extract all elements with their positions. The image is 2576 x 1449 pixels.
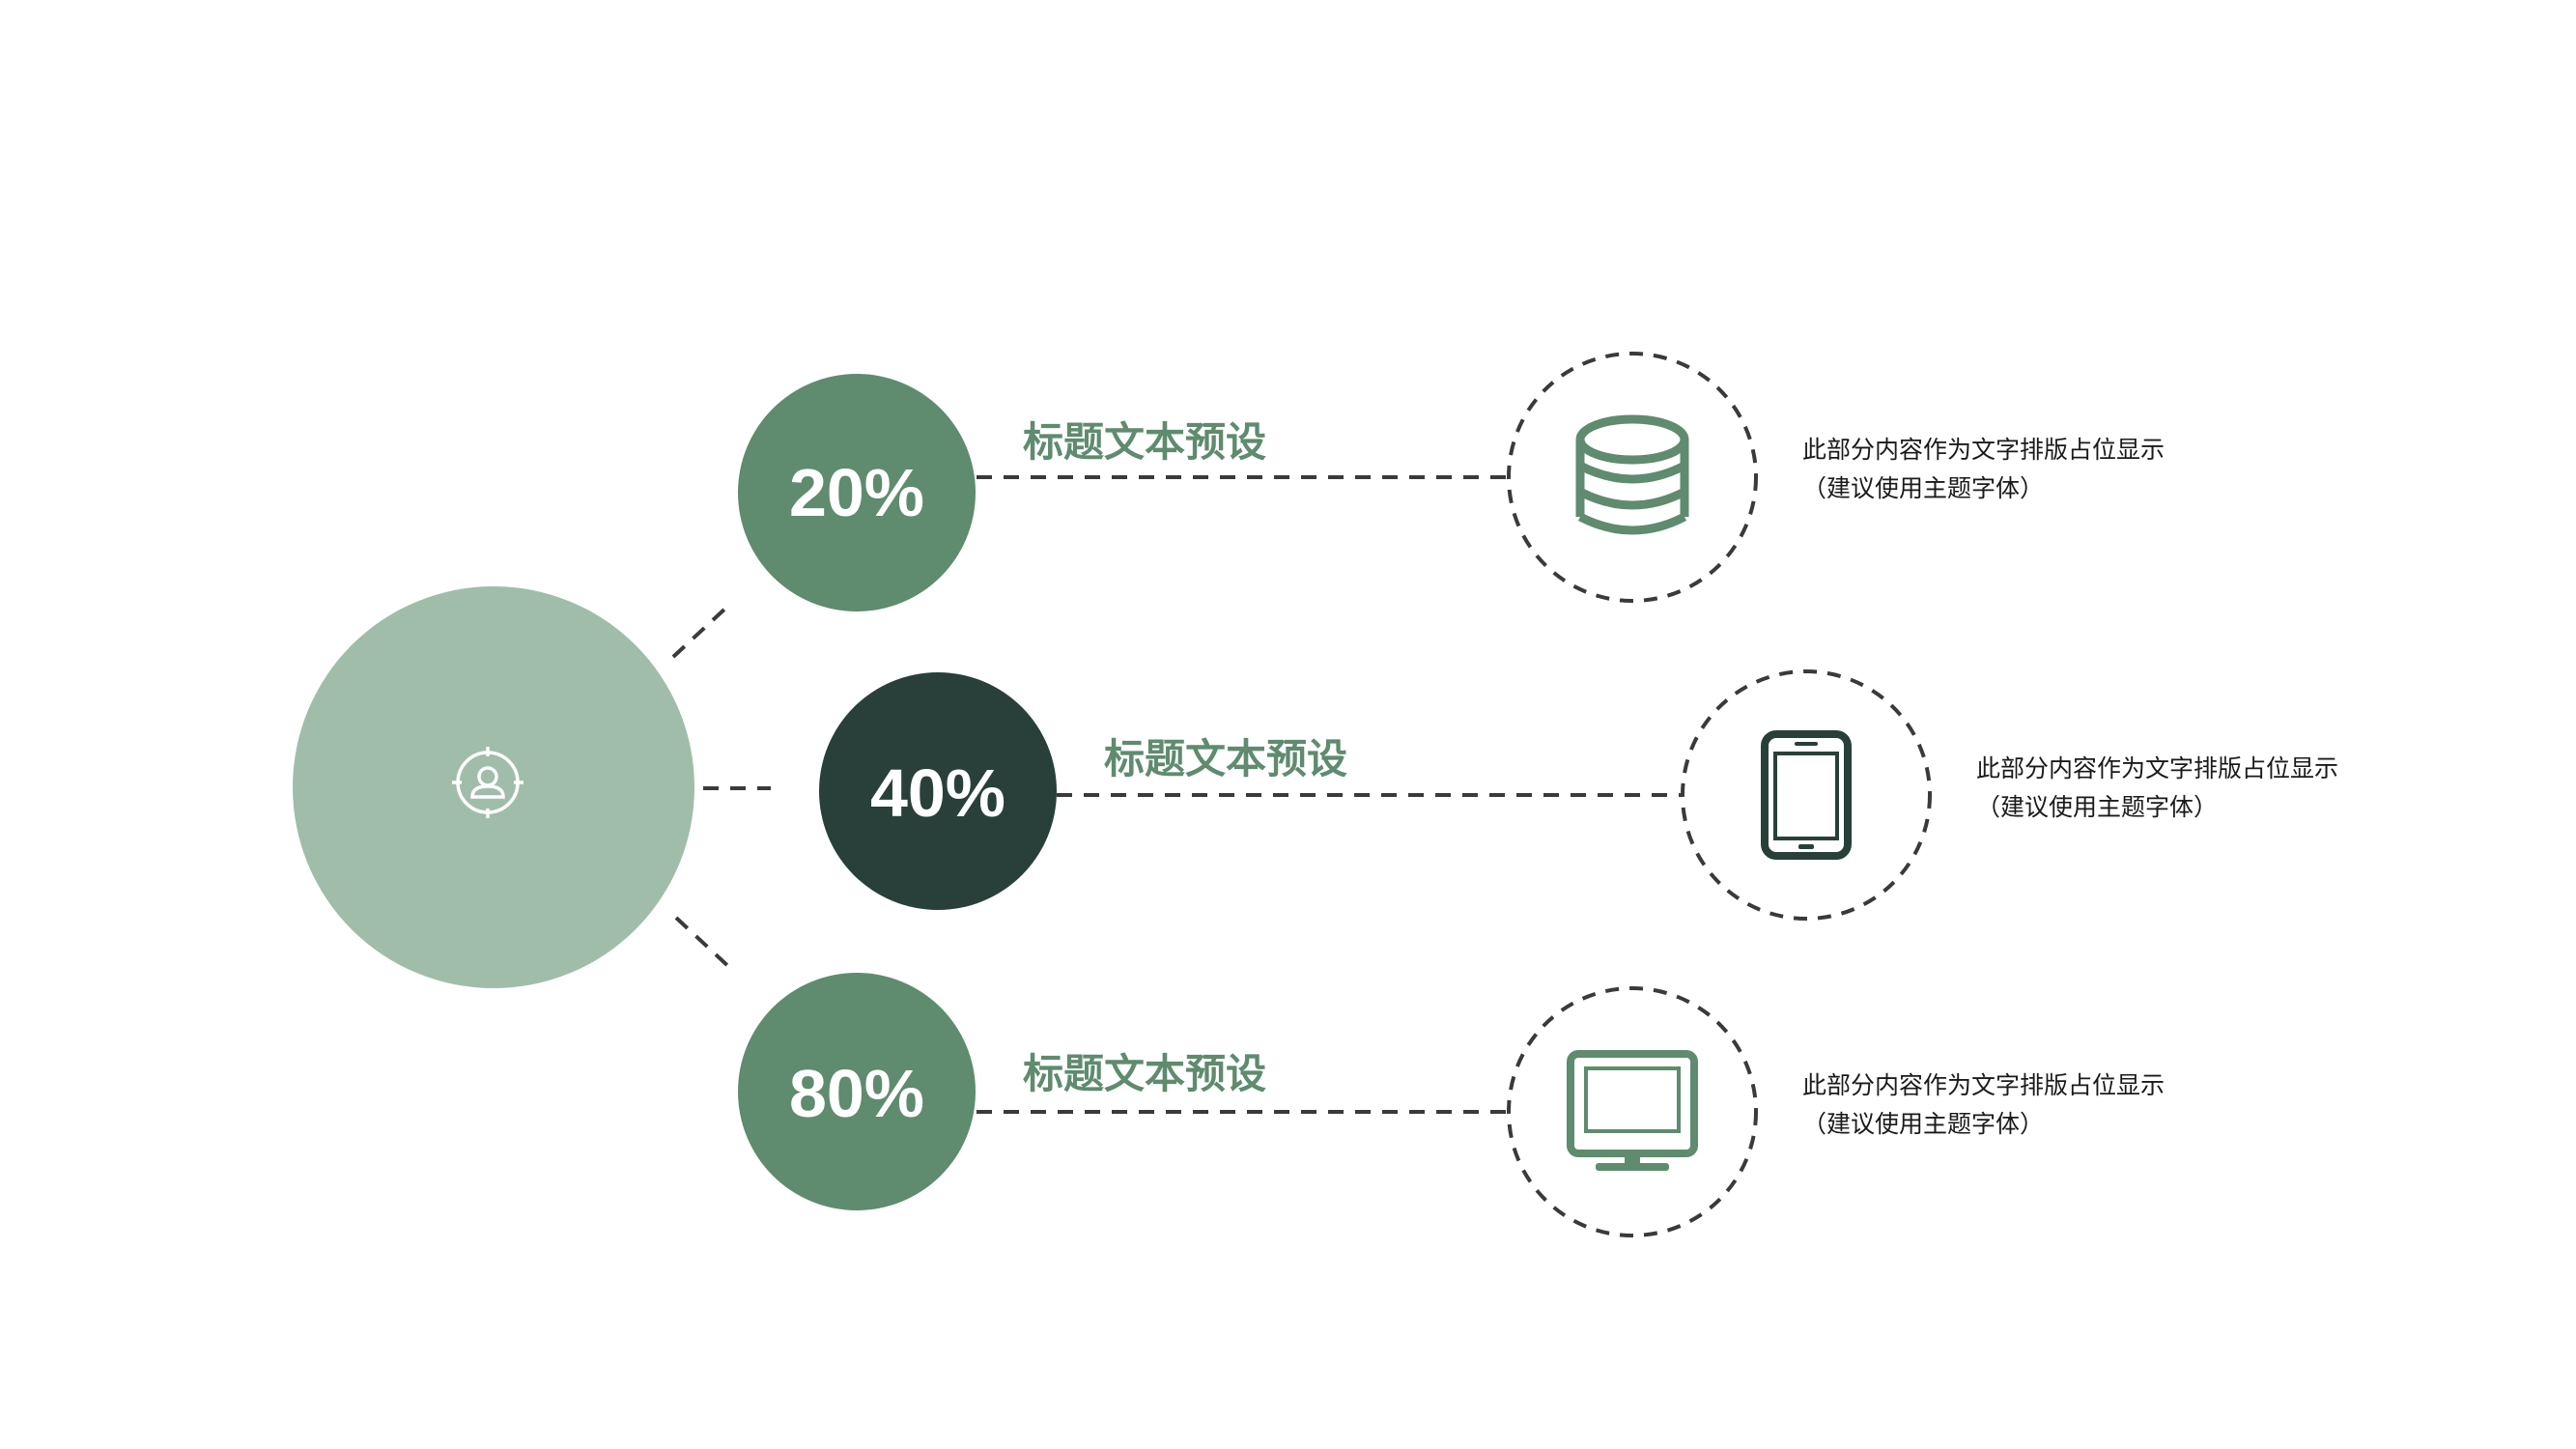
branch-description-3: 此部分内容作为文字排版占位显示 （建议使用主题字体） [1802, 1066, 2165, 1144]
percent-label-1: 20% [789, 455, 924, 530]
icon-circle-3 [1507, 986, 1758, 1237]
description-line: （建议使用主题字体） [1802, 474, 2045, 502]
hub-connector-top [671, 605, 729, 659]
database-icon [1575, 414, 1689, 535]
percent-label-2: 40% [870, 755, 1005, 831]
percent-label-3: 80% [789, 1056, 924, 1131]
percent-circle-2 [819, 672, 1057, 910]
percent-circle-1 [738, 374, 976, 611]
icon-circle-2 [1681, 669, 1932, 921]
hub-connector-bottom [674, 916, 733, 971]
smartphone-icon [1761, 730, 1852, 860]
description-line: 此部分内容作为文字排版占位显示 [1976, 754, 2339, 782]
percent-circle-3 [738, 973, 976, 1210]
branch-description-1: 此部分内容作为文字排版占位显示 （建议使用主题字体） [1802, 431, 2165, 508]
description-line: 此部分内容作为文字排版占位显示 [1802, 1071, 2166, 1099]
description-line: （建议使用主题字体） [1976, 793, 2219, 821]
description-line: 此部分内容作为文字排版占位显示 [1802, 436, 2166, 464]
user-target-icon [452, 747, 524, 818]
branch-title-3: 标题文本预设 [1023, 1050, 1267, 1097]
branch-title-1: 标题文本预设 [1023, 418, 1267, 466]
description-line: （建议使用主题字体） [1802, 1110, 2045, 1138]
monitor-icon [1567, 1050, 1698, 1171]
branch-description-2: 此部分内容作为文字排版占位显示 （建议使用主题字体） [1976, 750, 2338, 827]
branch-title-2: 标题文本预设 [1104, 735, 1348, 782]
